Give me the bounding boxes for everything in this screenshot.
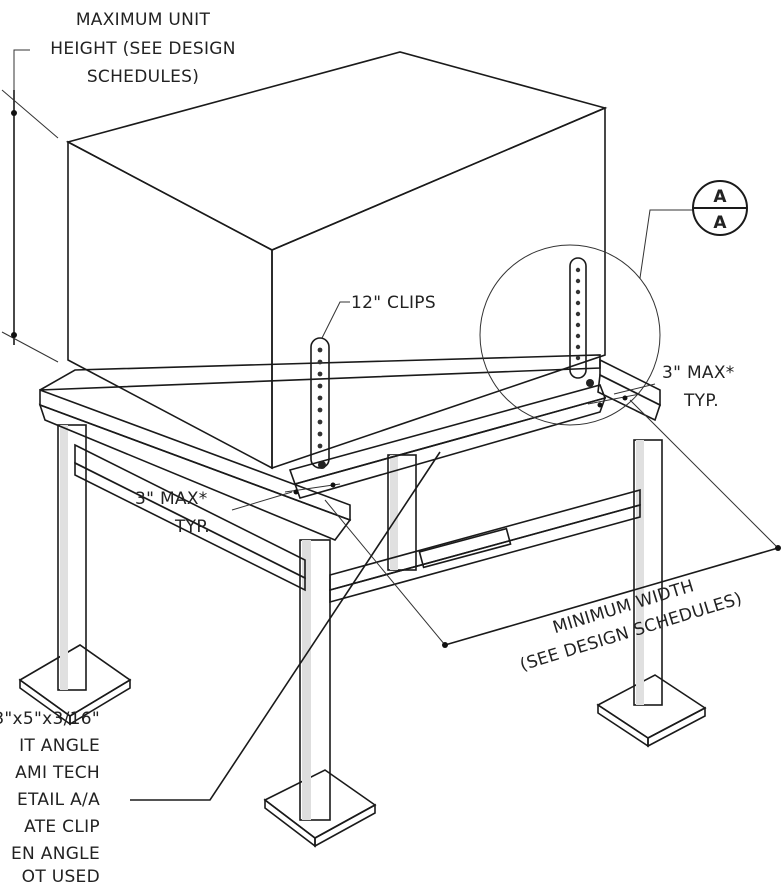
base-plate-front	[263, 769, 377, 848]
angle-note-line-6: EN ANGLE	[11, 844, 100, 864]
detail-id-bottom: A	[713, 213, 727, 233]
angle-frame-back	[39, 354, 601, 391]
detail-section-symbol: A A	[692, 180, 748, 236]
angle-note-line-4: ETAIL A/A	[17, 790, 100, 810]
max-dimension-right	[587, 383, 656, 408]
max-left-label-1: 3" MAX*	[135, 489, 208, 509]
max-left-label-2: TYP.	[174, 517, 210, 537]
clips-leader	[321, 301, 350, 339]
clip-right	[569, 257, 594, 387]
angle-note-leader	[130, 451, 441, 801]
max-height-label-1: MAXIMUM UNIT	[76, 10, 211, 30]
clips-label: 12" CLIPS	[351, 293, 436, 313]
max-height-label-2: HEIGHT (SEE DESIGN	[50, 39, 236, 59]
max-right-label-2: TYP.	[683, 391, 719, 411]
min-width-text-group: MINIMUM WIDTH (SEE DESIGN SCHEDULES)	[518, 576, 745, 675]
angle-frame-left	[38, 388, 352, 541]
leg-left	[57, 424, 87, 691]
leg-right	[633, 439, 663, 706]
detail-circle	[479, 244, 661, 426]
base-plate-right	[596, 674, 707, 748]
angle-note-line-7: OT USED	[22, 867, 100, 886]
angle-frame-right	[597, 358, 661, 422]
angle-note-line-3: AMI TECH	[15, 763, 100, 783]
clip-left	[310, 337, 330, 469]
angle-frame-front	[288, 384, 607, 499]
angle-note-line-5: ATE CLIP	[24, 817, 100, 837]
max-height-label-3: SCHEDULES)	[87, 67, 199, 87]
mechanical-unit-box	[65, 51, 608, 470]
lower-brace-right	[329, 488, 641, 604]
detail-leader	[639, 209, 695, 279]
leg-front	[299, 539, 331, 821]
height-dimension	[1, 49, 59, 363]
angle-note-line-2: IT ANGLE	[19, 736, 100, 756]
detail-id-top: A	[713, 187, 727, 207]
max-right-label-1: 3" MAX*	[662, 363, 735, 383]
lower-brace-left	[74, 443, 306, 592]
max-dimension-left	[231, 482, 341, 511]
angle-note-line-1: 3"x5"x3/16"	[0, 709, 100, 729]
width-dimension	[324, 399, 781, 648]
